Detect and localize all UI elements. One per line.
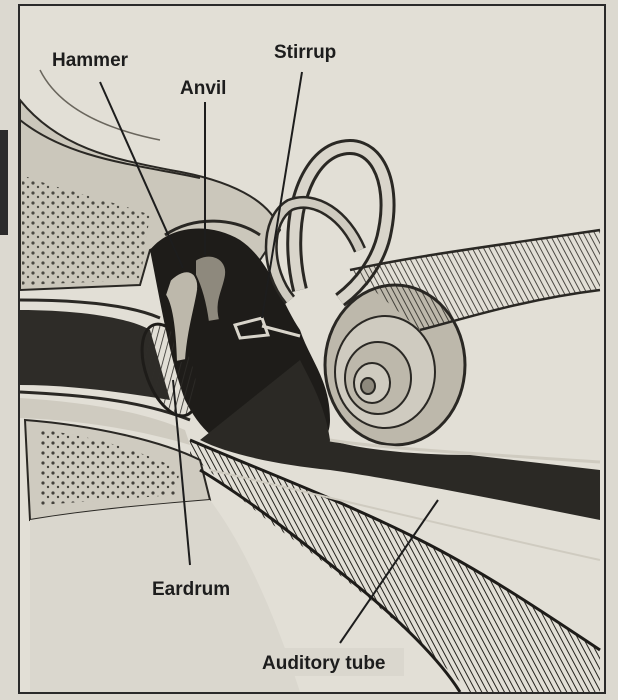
stirrup-label: Stirrup [274,42,336,63]
anvil-label: Anvil [180,78,226,99]
eardrum-label: Eardrum [152,579,230,600]
auditory-tube-label: Auditory tube [262,653,386,674]
hammer-label: Hammer [52,50,129,71]
